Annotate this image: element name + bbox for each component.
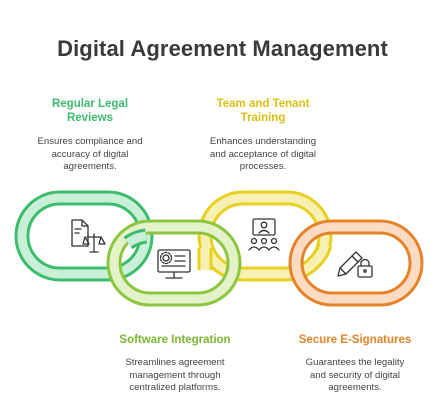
diagram-title: Digital Agreement Management — [57, 36, 388, 61]
legal-document-scale-icon — [71, 219, 106, 253]
presentation-group-icon — [248, 218, 280, 251]
computer-settings-icon — [157, 249, 191, 279]
description-secure-e-signatures: Guarantees the legality and security of … — [305, 357, 405, 393]
heading-team-tenant-training: Team and Tenant Training — [216, 98, 310, 124]
pen-padlock-icon — [337, 251, 373, 278]
description-team-tenant-training: Enhances understanding and acceptance of… — [209, 136, 317, 172]
chain-link-secure-e-signatures — [288, 219, 424, 307]
description-software-integration: Streamlines agreement management through… — [125, 357, 225, 393]
chain-link-team-tenant-training — [197, 190, 333, 282]
heading-software-integration: Software Integration — [119, 334, 231, 346]
heading-secure-e-signatures: Secure E-Signatures — [298, 334, 412, 346]
description-regular-legal-reviews: Ensures compliance and accuracy of digit… — [37, 136, 143, 172]
heading-regular-legal-reviews: Regular Legal Reviews — [51, 98, 129, 124]
chain-link-software-integration — [106, 219, 242, 307]
